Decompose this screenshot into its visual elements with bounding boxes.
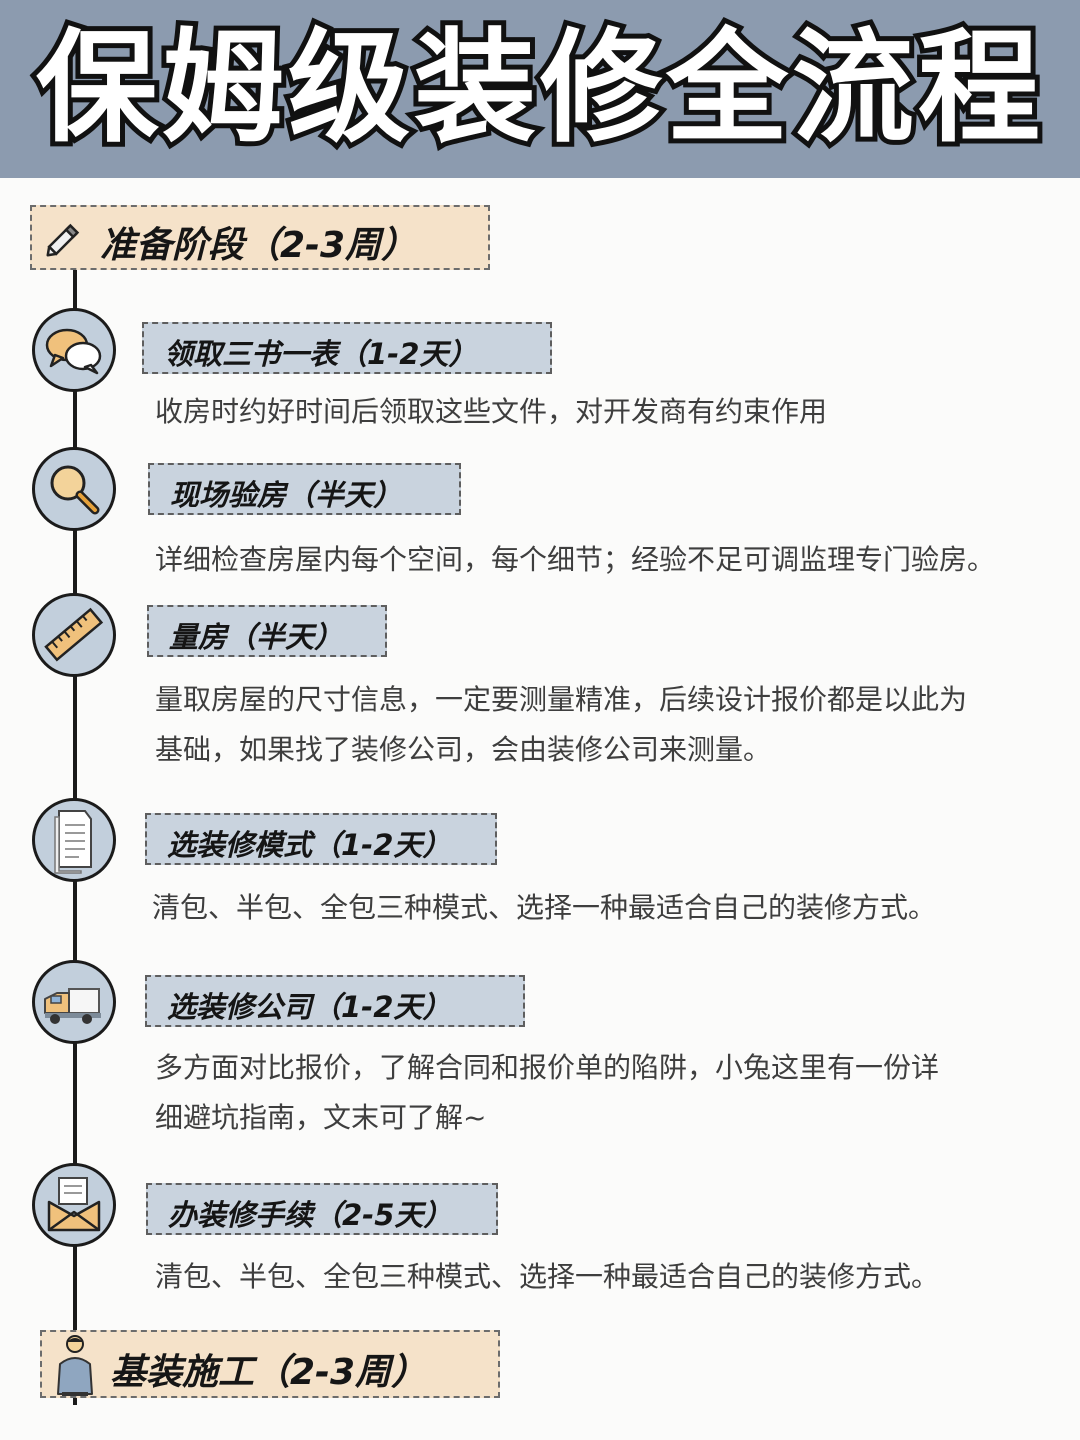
step2-desc: 详细检查房屋内每个空间，每个细节；经验不足可调监理专门验房。	[155, 535, 1065, 585]
step6-desc-line1: 清包、半包、全包三种模式、选择一种最适合自己的装修方式。	[155, 1260, 940, 1293]
stage-construction-box: 基装施工（2-3周）	[40, 1330, 500, 1398]
step6-label-box: 办装修手续（2-5天）	[146, 1183, 498, 1235]
document-icon	[54, 810, 92, 874]
step2-desc-line1: 详细检查房屋内每个空间，每个细节；经验不足可调监理专门验房。	[155, 543, 996, 576]
step5-label: 选装修公司（1-2天）	[167, 990, 452, 1024]
pencil-icon	[40, 215, 88, 263]
step3-desc: 量取房屋的尺寸信息，一定要测量精准，后续设计报价都是以此为 基础，如果找了装修公…	[155, 675, 1065, 775]
stage-construction-label: 基装施工（2-3周）	[110, 1352, 428, 1393]
magnifier-icon	[50, 465, 100, 515]
step1-label: 领取三书一表（1-2天）	[164, 337, 478, 371]
step3-icon-circle	[32, 593, 116, 677]
header-banner	[0, 0, 1080, 178]
step1-desc-line1: 收房时约好时间后领取这些文件，对开发商有约束作用	[155, 395, 828, 428]
step2-icon-circle	[32, 447, 116, 531]
page-title: 保姆级装修全流程	[31, 12, 1045, 164]
step5-label-box: 选装修公司（1-2天）	[145, 975, 525, 1027]
step5-icon-circle	[32, 960, 116, 1044]
step4-label-box: 选装修模式（1-2天）	[145, 813, 497, 865]
step1-label-box: 领取三书一表（1-2天）	[142, 322, 552, 374]
step3-desc-line1: 量取房屋的尺寸信息，一定要测量精准，后续设计报价都是以此为	[155, 683, 968, 716]
step6-desc: 清包、半包、全包三种模式、选择一种最适合自己的装修方式。	[155, 1252, 1065, 1302]
worker-icon	[48, 1334, 102, 1398]
stage-prep-label: 准备阶段（2-3周）	[100, 225, 418, 266]
step3-label: 量房（半天）	[169, 620, 344, 654]
step5-desc: 多方面对比报价，了解合同和报价单的陷阱，小兔这里有一份详 细避坑指南，文末可了解…	[155, 1043, 1065, 1143]
step4-desc: 清包、半包、全包三种模式、选择一种最适合自己的装修方式。	[152, 883, 1062, 933]
step1-icon-circle	[32, 308, 116, 392]
truck-icon	[44, 988, 101, 1024]
step4-desc-line1: 清包、半包、全包三种模式、选择一种最适合自己的装修方式。	[152, 891, 937, 924]
envelope-icon	[47, 1177, 101, 1232]
step3-desc-line2: 基础，如果找了装修公司，会由装修公司来测量。	[155, 733, 772, 766]
stage-prep-box: 准备阶段（2-3周）	[30, 205, 490, 270]
step4-icon-circle	[32, 798, 116, 882]
chat-bubbles-icon	[45, 328, 102, 375]
step4-label: 选装修模式（1-2天）	[167, 828, 452, 862]
step2-label: 现场验房（半天）	[170, 478, 403, 512]
ruler-icon	[44, 607, 104, 662]
step6-icon-circle	[32, 1163, 116, 1247]
step2-label-box: 现场验房（半天）	[148, 463, 461, 515]
step1-desc: 收房时约好时间后领取这些文件，对开发商有约束作用	[155, 387, 1065, 437]
step5-desc-line2: 细避坑指南，文末可了解~	[155, 1101, 487, 1134]
step6-label: 办装修手续（2-5天）	[168, 1198, 453, 1232]
step5-desc-line1: 多方面对比报价，了解合同和报价单的陷阱，小兔这里有一份详	[155, 1051, 940, 1084]
step3-label-box: 量房（半天）	[147, 605, 387, 657]
